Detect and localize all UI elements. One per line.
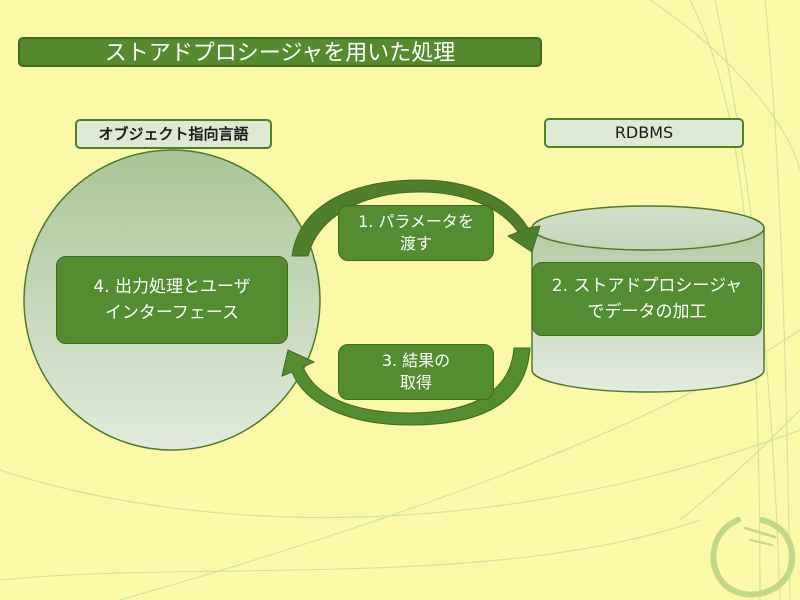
- step-1-line-1: 1. パラメータを: [358, 212, 474, 231]
- arrow-pass-parameters-icon: [291, 179, 541, 257]
- slide-title: ストアドプロシージャを用いた処理: [18, 37, 542, 67]
- arrow-get-results-icon: [281, 347, 531, 426]
- step-3-line-2: 取得: [399, 373, 432, 392]
- step-2-line-1: 2. ストアドプロシージャ: [551, 276, 743, 296]
- step-pass-parameters: 1. パラメータを 渡す: [338, 205, 494, 261]
- step-1-line-2: 渡す: [399, 234, 432, 253]
- step-4-line-1: 4. 出力処理とユーザ: [93, 277, 251, 297]
- step-stored-procedure: 2. ストアドプロシージャ でデータの加工: [532, 262, 762, 336]
- label-rdbms: RDBMS: [544, 118, 744, 148]
- step-3-line-1: 3. 結果の: [381, 351, 451, 370]
- step-4-line-2: インターフェース: [104, 303, 240, 323]
- swirl-logo-icon: [710, 517, 796, 598]
- step-get-results: 3. 結果の 取得: [338, 344, 494, 400]
- step-output-ui: 4. 出力処理とユーザ インターフェース: [56, 256, 288, 344]
- label-object-oriented-language: オブジェクト指向言語: [75, 119, 272, 149]
- step-2-line-2: でデータの加工: [587, 302, 707, 322]
